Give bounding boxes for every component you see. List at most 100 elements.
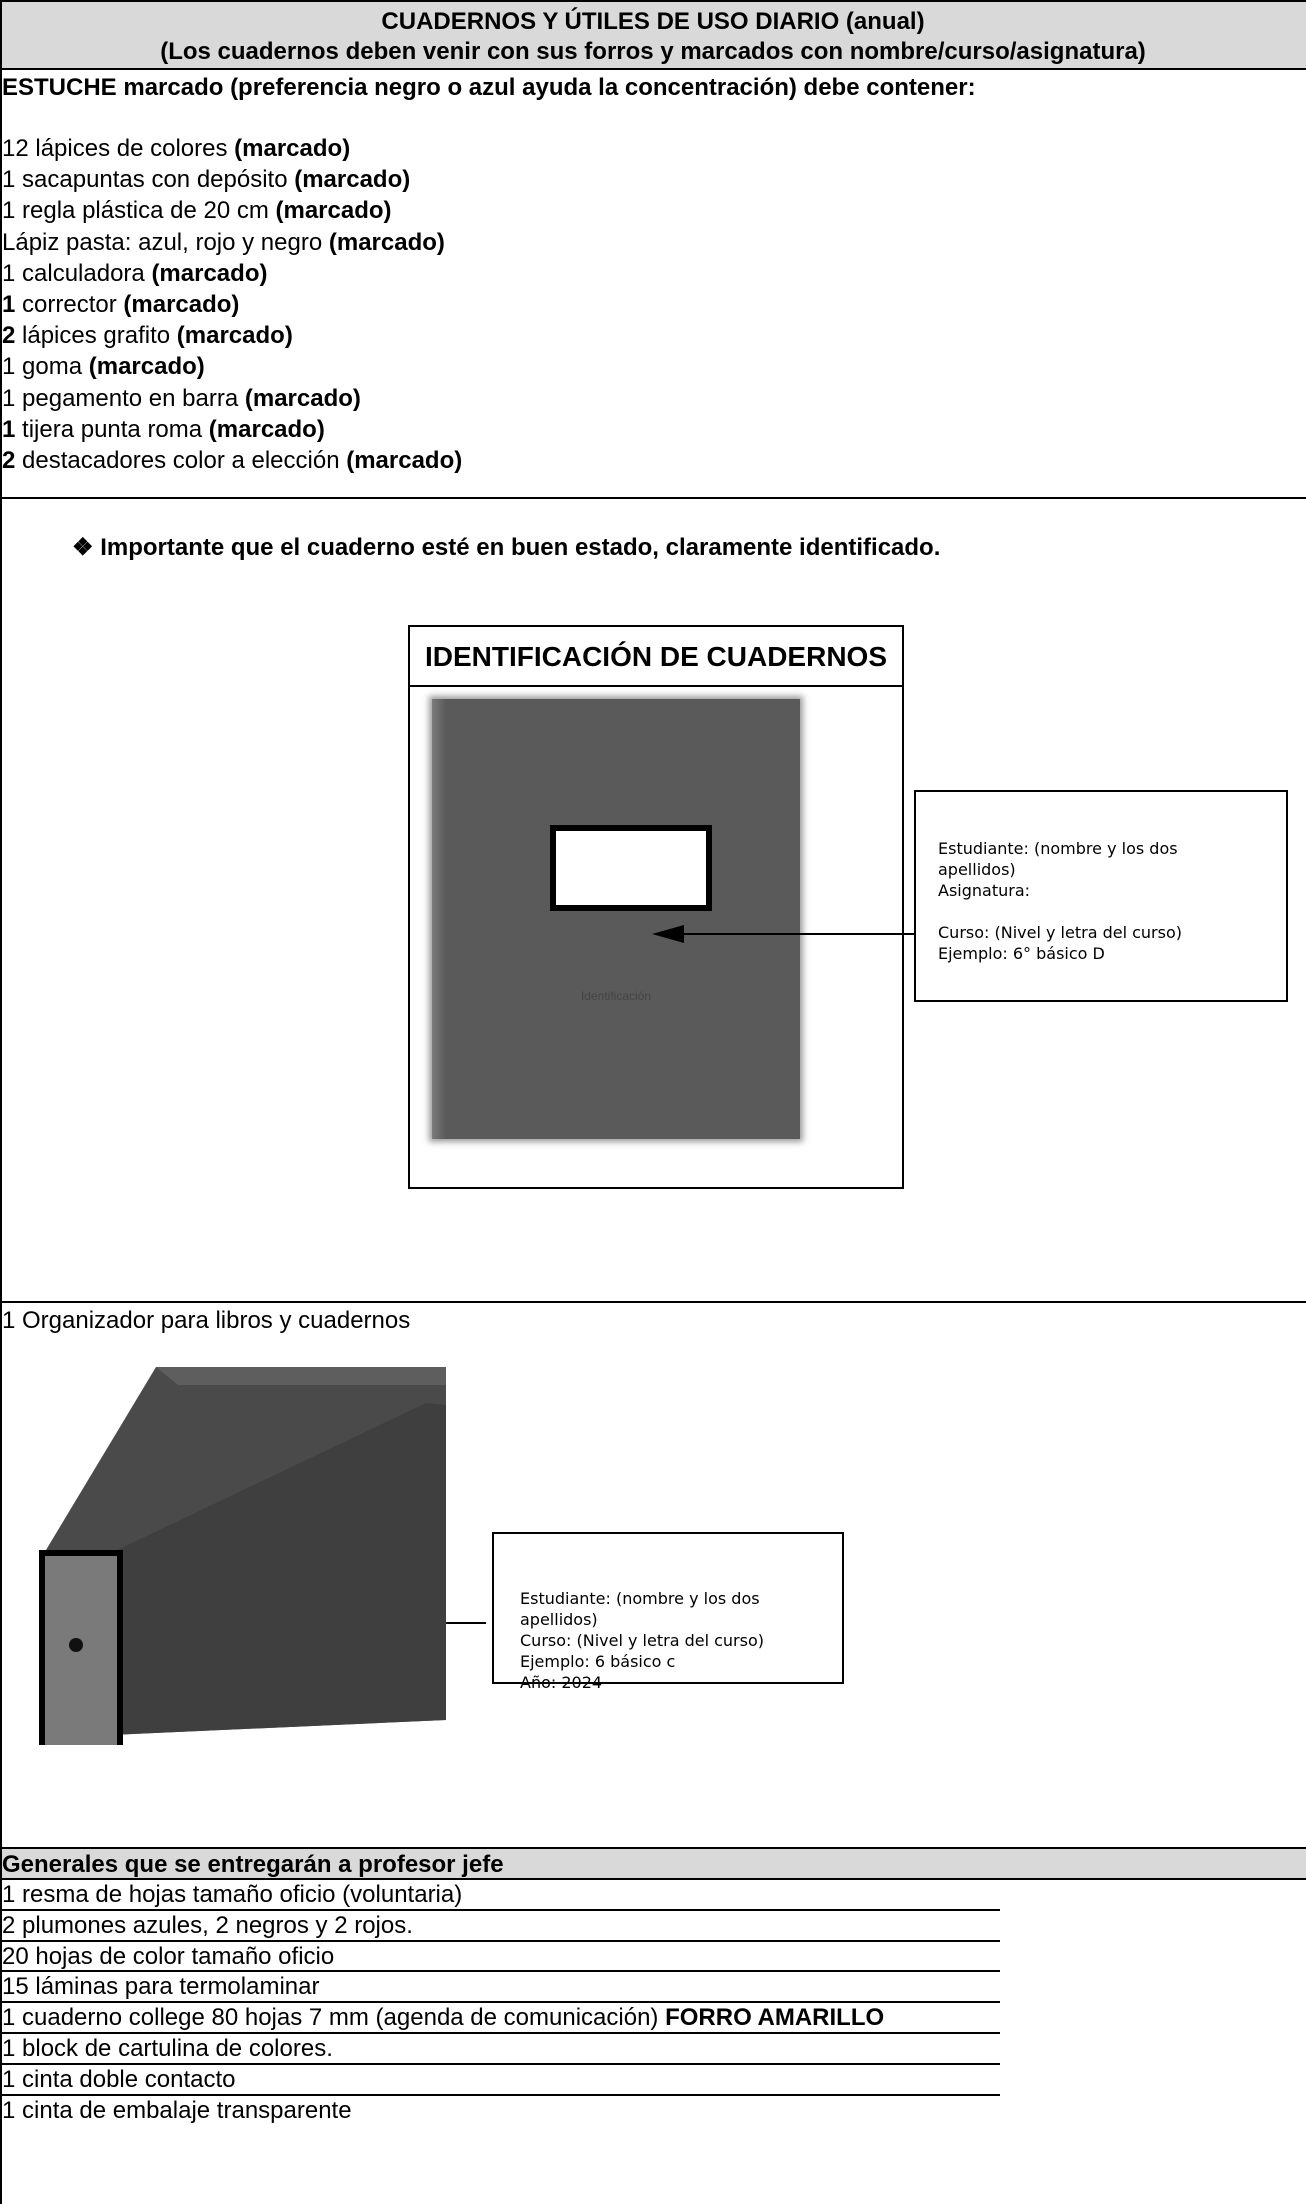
- estuche-item-text: regla plástica de 20 cm: [15, 197, 276, 225]
- organizer-callout-line: apellidos): [520, 1610, 598, 1629]
- generales-item-text: 1 cinta de embalaje transparente: [2, 2096, 352, 2124]
- notebook-figure-title: IDENTIFICACIÓN DE CUADERNOS: [424, 641, 887, 672]
- estuche-item-qty: 1: [2, 259, 16, 287]
- generales-item: 1 block de cartulina de colores.: [2, 2033, 333, 2064]
- generales-item: 20 hojas de color tamaño oficio: [2, 1941, 334, 1972]
- estuche-item-qty: 1: [2, 197, 16, 225]
- importante-note: ❖ Importante que el cuaderno esté en bue…: [72, 532, 940, 563]
- generales-row-divider: [0, 2032, 1000, 2034]
- notebook-image: Identificación: [432, 699, 800, 1139]
- estuche-item-text: sacapuntas con depósito: [15, 166, 295, 194]
- generales-row-divider: [0, 1970, 1000, 1973]
- notebook-callout-line: Estudiante: (nombre y los dos: [938, 839, 1178, 858]
- header-subtitle: (Los cuadernos deben venir con sus forro…: [160, 38, 1146, 65]
- figure-title-divider: [410, 685, 902, 687]
- organizer-title: 1 Organizador para libros y cuadernos: [2, 1307, 411, 1334]
- notebook-label-text: Identificación: [580, 989, 652, 1003]
- estuche-item: 1 sacapuntas con depósito (marcado): [2, 164, 410, 195]
- generales-row-divider: [0, 1939, 1000, 1942]
- table-border-top: [0, 0, 1306, 2]
- estuche-item: 2 destacadores color a elección (marcado…: [2, 445, 462, 476]
- estuche-item: 1 tijera punta roma (marcado): [2, 414, 325, 445]
- estuche-item: 12 lápices de colores (marcado): [2, 133, 350, 164]
- estuche-item-marked: (marcado): [328, 228, 445, 256]
- estuche-item: 1 pegamento en barra (marcado): [2, 383, 361, 414]
- organizer-callout: Estudiante: (nombre y los dos apellidos) C…: [492, 1532, 844, 1692]
- estuche-title-rest: marcado (preferencia negro o azul ayuda …: [116, 74, 976, 101]
- organizer-callout-line: Ejemplo: 6 básico c: [520, 1652, 676, 1671]
- estuche-item: Lápiz pasta: azul, rojo y negro (marcado…: [2, 227, 445, 258]
- organizer-finger-hole: [69, 1638, 83, 1652]
- generales-row-divider: [0, 1908, 1000, 1911]
- organizer-callout-line: Estudiante: (nombre y los dos: [520, 1589, 760, 1608]
- estuche-item-text: pegamento en barra: [15, 384, 245, 412]
- generales-row-divider: [0, 2093, 1000, 2096]
- estuche-item-qty: 1: [2, 415, 16, 443]
- notebook-callout-lines: Estudiante: (nombre y los dos apellidos) A…: [938, 838, 1286, 964]
- diamond-bullet-icon: ❖: [72, 534, 94, 561]
- generales-item-emphasis: FORRO AMARILLO: [665, 2004, 885, 2032]
- estuche-item-qty: 2: [2, 322, 16, 350]
- generales-item-text: 1 cinta doble contacto: [2, 2065, 236, 2093]
- organizer-image: [36, 1365, 456, 1745]
- estuche-item-marked: (marcado): [123, 291, 240, 318]
- generales-item: 1 cuaderno college 80 hojas 7 mm (agenda…: [2, 2002, 884, 2033]
- estuche-item-marked: (marcado): [234, 135, 351, 162]
- generales-row-divider: [0, 2001, 1000, 2004]
- row-divider: [0, 497, 1306, 499]
- generales-item-text: 20 hojas de color tamaño oficio: [2, 1942, 335, 1970]
- estuche-item: 1 calculadora (marcado): [2, 258, 267, 289]
- row-divider: [0, 68, 1306, 70]
- estuche-item-marked: (marcado): [208, 415, 325, 443]
- estuche-item-qty: 1: [2, 291, 16, 318]
- estuche-item-marked: (marcado): [151, 259, 268, 287]
- notebook-spine: [432, 699, 446, 1139]
- generales-item-text: 1 block de cartulina de colores.: [2, 2035, 333, 2062]
- importante-text: Importante que el cuaderno esté en buen …: [100, 534, 941, 561]
- estuche-item-text: lápices grafito: [15, 322, 177, 350]
- notebook-arrow-head-icon: [652, 925, 684, 943]
- notebook-callout-line: Curso: (Nivel y letra del curso): [938, 923, 1182, 942]
- estuche-item: 2 lápices grafito (marcado): [2, 320, 293, 351]
- estuche-item-text: Lápiz pasta: azul, rojo y negro: [2, 228, 329, 256]
- estuche-item: 1 goma (marcado): [2, 351, 205, 382]
- generales-row-divider: [0, 2062, 1000, 2065]
- estuche-item-qty: 1: [2, 384, 16, 412]
- notebook-callout-line: apellidos): [938, 860, 1016, 879]
- estuche-item-text: corrector: [15, 291, 124, 318]
- organizer-top-edge: [156, 1367, 446, 1385]
- header-band: [0, 0, 1306, 68]
- estuche-item-qty: 1: [2, 353, 16, 381]
- notebook-callout-line: [938, 901, 1286, 922]
- estuche-item-marked: (marcado): [294, 166, 411, 194]
- estuche-item-text: calculadora: [15, 259, 152, 287]
- organizer-callout-line: Curso: (Nivel y letra del curso): [520, 1631, 764, 1650]
- organizer-callout-line: Año: 2024: [520, 1673, 603, 1692]
- estuche-item-marked: (marcado): [88, 353, 205, 381]
- generales-item-text: 1 cuaderno college 80 hojas 7 mm (agenda…: [2, 2004, 666, 2032]
- generales-item: 15 láminas para termolaminar: [2, 1971, 319, 2002]
- estuche-item-marked: (marcado): [244, 384, 361, 412]
- estuche-item-marked: (marcado): [346, 447, 463, 474]
- notebook-callout-line: Ejemplo: 6° básico D: [938, 944, 1105, 963]
- estuche-item: 1 corrector (marcado): [2, 289, 239, 320]
- estuche-item-text: goma: [15, 353, 89, 381]
- estuche-item: 1 regla plástica de 20 cm (marcado): [2, 195, 392, 226]
- generales-item-text: 15 láminas para termolaminar: [2, 1973, 320, 2001]
- magazine-holder-icon: [39, 1367, 446, 1745]
- header-title: CUADERNOS Y ÚTILES DE USO DIARIO (anual): [381, 8, 925, 35]
- estuche-item-text: destacadores color a elección: [15, 447, 347, 474]
- estuche-item-marked: (marcado): [275, 197, 392, 225]
- generales-item: 1 cinta doble contacto: [2, 2064, 236, 2095]
- notebook-callout-line: Asignatura:: [938, 881, 1031, 900]
- estuche-title: ESTUCHE marcado (preferencia negro o azu…: [2, 72, 976, 103]
- estuche-item-text: lápices de colores: [28, 135, 235, 162]
- estuche-item-qty: 12: [2, 135, 29, 162]
- organizer-label-frame: [39, 1550, 123, 1745]
- notebook-identification-figure: IDENTIFICACIÓN DE CUADERNOS Identificaci…: [408, 625, 904, 1189]
- generales-item: 1 resma de hojas tamaño oficio (voluntar…: [2, 1879, 462, 1910]
- estuche-item-marked: (marcado): [176, 322, 293, 350]
- table-border-left: [0, 0, 2, 2204]
- organizer-side-panel: [111, 1403, 446, 1735]
- notebook-callout: Estudiante: (nombre y los dos apellidos) A…: [914, 790, 1288, 1002]
